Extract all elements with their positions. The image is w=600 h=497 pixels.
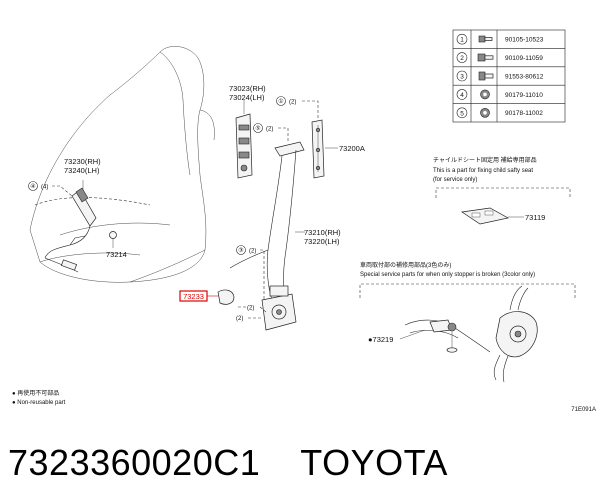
child-seat-title-jp: チャイルドシート固定用 補給専用部品: [433, 156, 537, 164]
callout-qty: (2): [249, 249, 256, 255]
label-73023: 73023(RH): [229, 84, 266, 93]
label-73119: 73119: [525, 213, 545, 222]
fastener-table: 1 90105-10523 2 90109-11059 3 91553-8061…: [452, 29, 566, 123]
callouts: ① (2) ⑤ (2) ④ (4) ③ (2) (2) (2): [28, 96, 338, 322]
table-row-part: 90109-11059: [505, 55, 543, 62]
child-seat-service: (for service only): [433, 177, 477, 183]
retractor-cover: [235, 113, 253, 179]
belt-webbing: [229, 141, 305, 301]
label-73210: 73210(RH): [304, 228, 341, 237]
table-row: 1 90105-10523: [456, 33, 544, 45]
highlighted-part-label[interactable]: 73233: [179, 290, 218, 302]
footer-caption: 7323360020C1 TOYOTA: [8, 438, 598, 488]
stopper-anchor-drawing: [404, 285, 538, 383]
legend-en: ● Non-reusable part: [12, 400, 66, 406]
bolt-icon: [477, 53, 494, 62]
table-row-num: 5: [460, 110, 464, 117]
callout-4: ④: [30, 183, 35, 190]
stopper-part: [217, 289, 235, 305]
child-seat-desc: This is a part for fixing child safty se…: [433, 168, 533, 174]
nut-icon: [480, 108, 490, 118]
label-73024: 73024(LH): [229, 93, 265, 102]
parts-diagram: 1 90105-10523 2 90109-11059 3 91553-8061…: [12, 29, 596, 413]
stopper-desc: Special service parts for when only stop…: [360, 272, 535, 278]
table-row: 5 90178-11002: [456, 107, 543, 119]
diagram-code: 71E091A: [571, 407, 596, 413]
child-seat-bracket: [461, 207, 509, 225]
callout-qty: (2): [289, 100, 296, 106]
bolt-icon: [478, 71, 494, 81]
callout-5: ⑤: [255, 125, 260, 132]
nut-icon: [480, 89, 490, 100]
table-row: 2 90109-11059: [456, 52, 543, 63]
stopper-section: 車両取付部の補修用部品(3色のみ) Special service parts …: [359, 261, 576, 383]
callout-qty: (2): [266, 127, 273, 133]
table-row-num: 1: [460, 37, 464, 44]
label-73214: 73214: [106, 250, 127, 259]
label-73240: 73240(LH): [64, 166, 100, 175]
callout-qty: (4): [41, 185, 48, 191]
table-row: 4 90179-11010: [456, 89, 543, 100]
anchor-adjuster: [311, 119, 325, 179]
callout-1: ①: [278, 98, 283, 105]
table-row-part: 90178-11002: [505, 110, 543, 117]
table-row-part: 90105-10523: [505, 37, 544, 44]
legend-jp: ● 再使用不可部品: [12, 389, 59, 397]
label-73230: 73230(RH): [64, 157, 101, 166]
table-row-num: 3: [460, 74, 464, 81]
table-row-num: 4: [460, 92, 464, 99]
callout-qty: (2): [247, 306, 254, 312]
table-row-part: 90179-11010: [505, 92, 543, 99]
bolt-icon: [478, 35, 493, 43]
part-number: 7323360020C1: [8, 442, 261, 483]
callout-qty: (2): [236, 316, 243, 322]
table-row-num: 2: [460, 55, 464, 62]
brand-name: TOYOTA: [300, 442, 448, 483]
buckle-assembly: [44, 187, 117, 273]
table-row: 3 91553-80612: [456, 70, 544, 82]
label-73219: ●73219: [368, 335, 393, 344]
label-73200a: 73200A: [339, 144, 365, 153]
seat-drawing: [29, 46, 215, 283]
table-row-part: 91553-80612: [505, 73, 544, 80]
child-seat-section: チャイルドシート固定用 補給専用部品 This is a part for fi…: [433, 156, 571, 225]
label-73220: 73220(LH): [304, 237, 340, 246]
stopper-title-jp: 車両取付部の補修用部品(3色のみ): [360, 261, 451, 269]
label-73233: 73233: [183, 292, 204, 301]
retractor: [261, 285, 297, 331]
callout-3: ③: [238, 247, 243, 254]
